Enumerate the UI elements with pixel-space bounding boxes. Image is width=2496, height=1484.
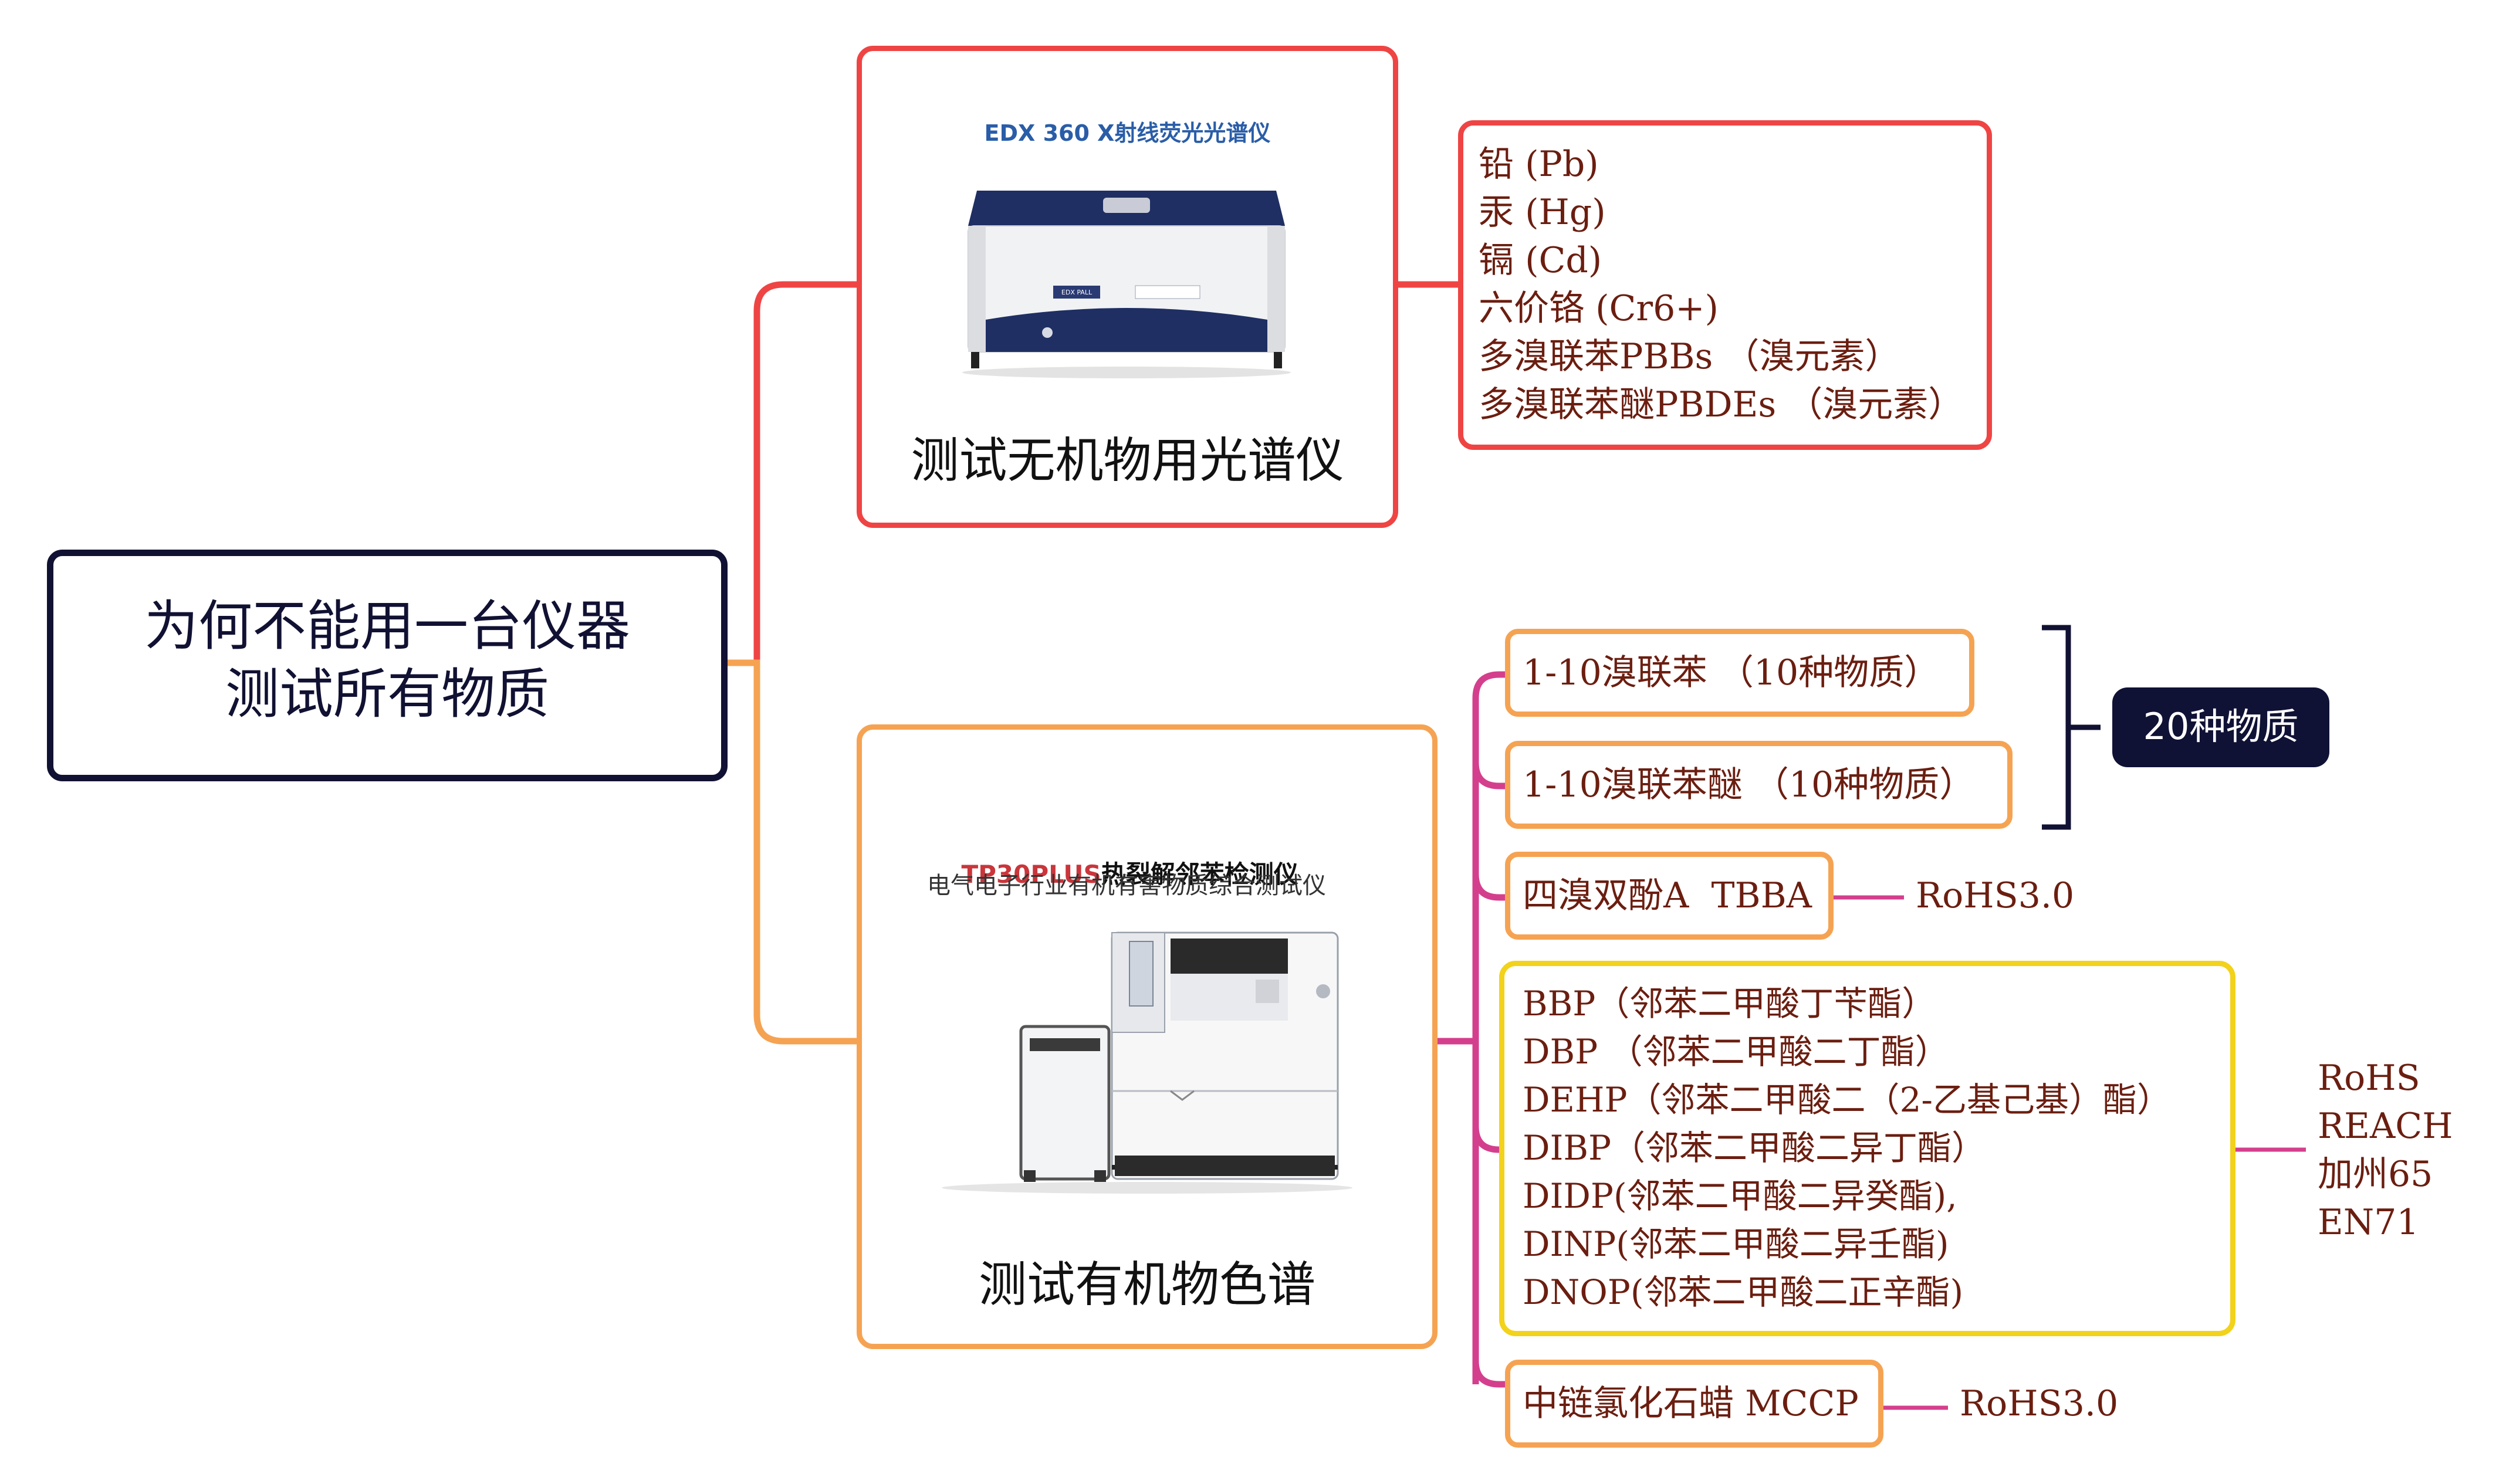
xrf-spectrometer-image: EDX PALL — [962, 191, 1291, 378]
tbba-node[interactable] — [1505, 852, 1834, 940]
connector-organic-to-tbba — [1472, 873, 1505, 901]
phthalate-standard-prop65: 加州65 — [2318, 1154, 2433, 1195]
pbb-node[interactable] — [1505, 629, 1974, 717]
phthalate-bbp: BBP（邻苯二甲酸丁苄酯） — [1523, 984, 1936, 1024]
phthalates-node[interactable] — [1499, 961, 2235, 1336]
bracket-20-substances — [2042, 625, 2101, 830]
mccp-label: 中链氯化石蜡 MCCP — [1523, 1383, 1859, 1424]
phthalate-dibp: DIBP（邻苯二甲酸二异丁酯） — [1523, 1128, 1986, 1168]
phthalate-dnop: DNOP(邻苯二甲酸二正辛酯) — [1523, 1272, 1964, 1312]
pbde-node[interactable] — [1505, 741, 2013, 829]
pbb-label: 1-10溴联苯 （10种物质） — [1523, 652, 1940, 693]
phthalate-dbp: DBP （邻苯二甲酸二丁酯） — [1523, 1032, 1949, 1072]
py-gcms-instrument-image — [942, 931, 1352, 1194]
phthalate-standard-en71: EN71 — [2318, 1202, 2419, 1243]
connector-root-to-organic — [728, 659, 857, 1045]
pbde-label: 1-10溴联苯醚 （10种物质） — [1523, 764, 1975, 805]
element-mercury: 汞 (Hg) — [1479, 192, 1606, 233]
phthalate-dehp: DEHP（邻苯二甲酸二（2-乙基己基）酯） — [1523, 1080, 2171, 1120]
py-gcms-title-name: 热裂解邻苯检测仪 — [1101, 860, 1298, 889]
xrf-badge-text: EDX PALL — [1061, 289, 1093, 296]
element-hexavalent-chromium: 六价铬 (Cr6+) — [1479, 288, 1719, 329]
phthalate-standard-rohs: RoHS — [2318, 1058, 2420, 1099]
phthalate-dinp: DINP(邻苯二甲酸二异壬酯) — [1523, 1224, 1949, 1264]
py-gcms-instrument-subtitle: 电气电子行业有机有害物质综合测试仪 — [927, 872, 1326, 899]
tbba-standard: RoHS3.0 — [1916, 875, 2075, 916]
element-lead: 铅 (Pb) — [1479, 144, 1599, 185]
py-gcms-instrument-title: TP30PLUS热裂解邻苯检测仪 — [927, 838, 1298, 912]
phthalate-didp: DIDP(邻苯二甲酸二异癸酯), — [1523, 1176, 1957, 1216]
root-title-line2: 测试所有物质 — [225, 663, 549, 726]
connector-organic-to-mccp — [1472, 1360, 1505, 1388]
connector-organic-to-pbb — [1472, 671, 1505, 699]
inorganic-elements-node[interactable] — [1458, 120, 1992, 450]
organic-branch-label: 测试有机物色谱 — [978, 1257, 1315, 1313]
element-pbdes: 多溴联苯醚PBDEs （溴元素） — [1479, 384, 1964, 425]
connector-organic-to-phthalates — [1472, 1126, 1505, 1153]
connector-organic-to-pbde — [1472, 762, 1505, 790]
py-gcms-title-model: TP30PLUS — [961, 860, 1101, 889]
element-cadmium: 镉 (Cd) — [1479, 240, 1602, 281]
mccp-standard: RoHS3.0 — [1960, 1383, 2119, 1424]
element-pbbs: 多溴联苯PBBs （溴元素） — [1479, 336, 1900, 377]
tbba-label: 四溴双酚A TBBA — [1523, 875, 1812, 916]
group-total-badge[interactable] — [2112, 687, 2329, 767]
root-title-line1: 为何不能用一台仪器 — [144, 595, 630, 658]
connector-root-to-inorganic — [728, 281, 857, 666]
mccp-node[interactable] — [1505, 1360, 1883, 1448]
group-total-label: 20种物质 — [2143, 705, 2299, 748]
phthalate-standard-reach: REACH — [2318, 1106, 2453, 1147]
root-node[interactable] — [47, 550, 728, 781]
xrf-instrument-title: EDX 360 X射线荧光光谱仪 — [984, 120, 1271, 146]
organic-branch-node[interactable] — [857, 724, 1438, 1349]
inorganic-branch-label: 测试无机物用光谱仪 — [911, 433, 1344, 489]
